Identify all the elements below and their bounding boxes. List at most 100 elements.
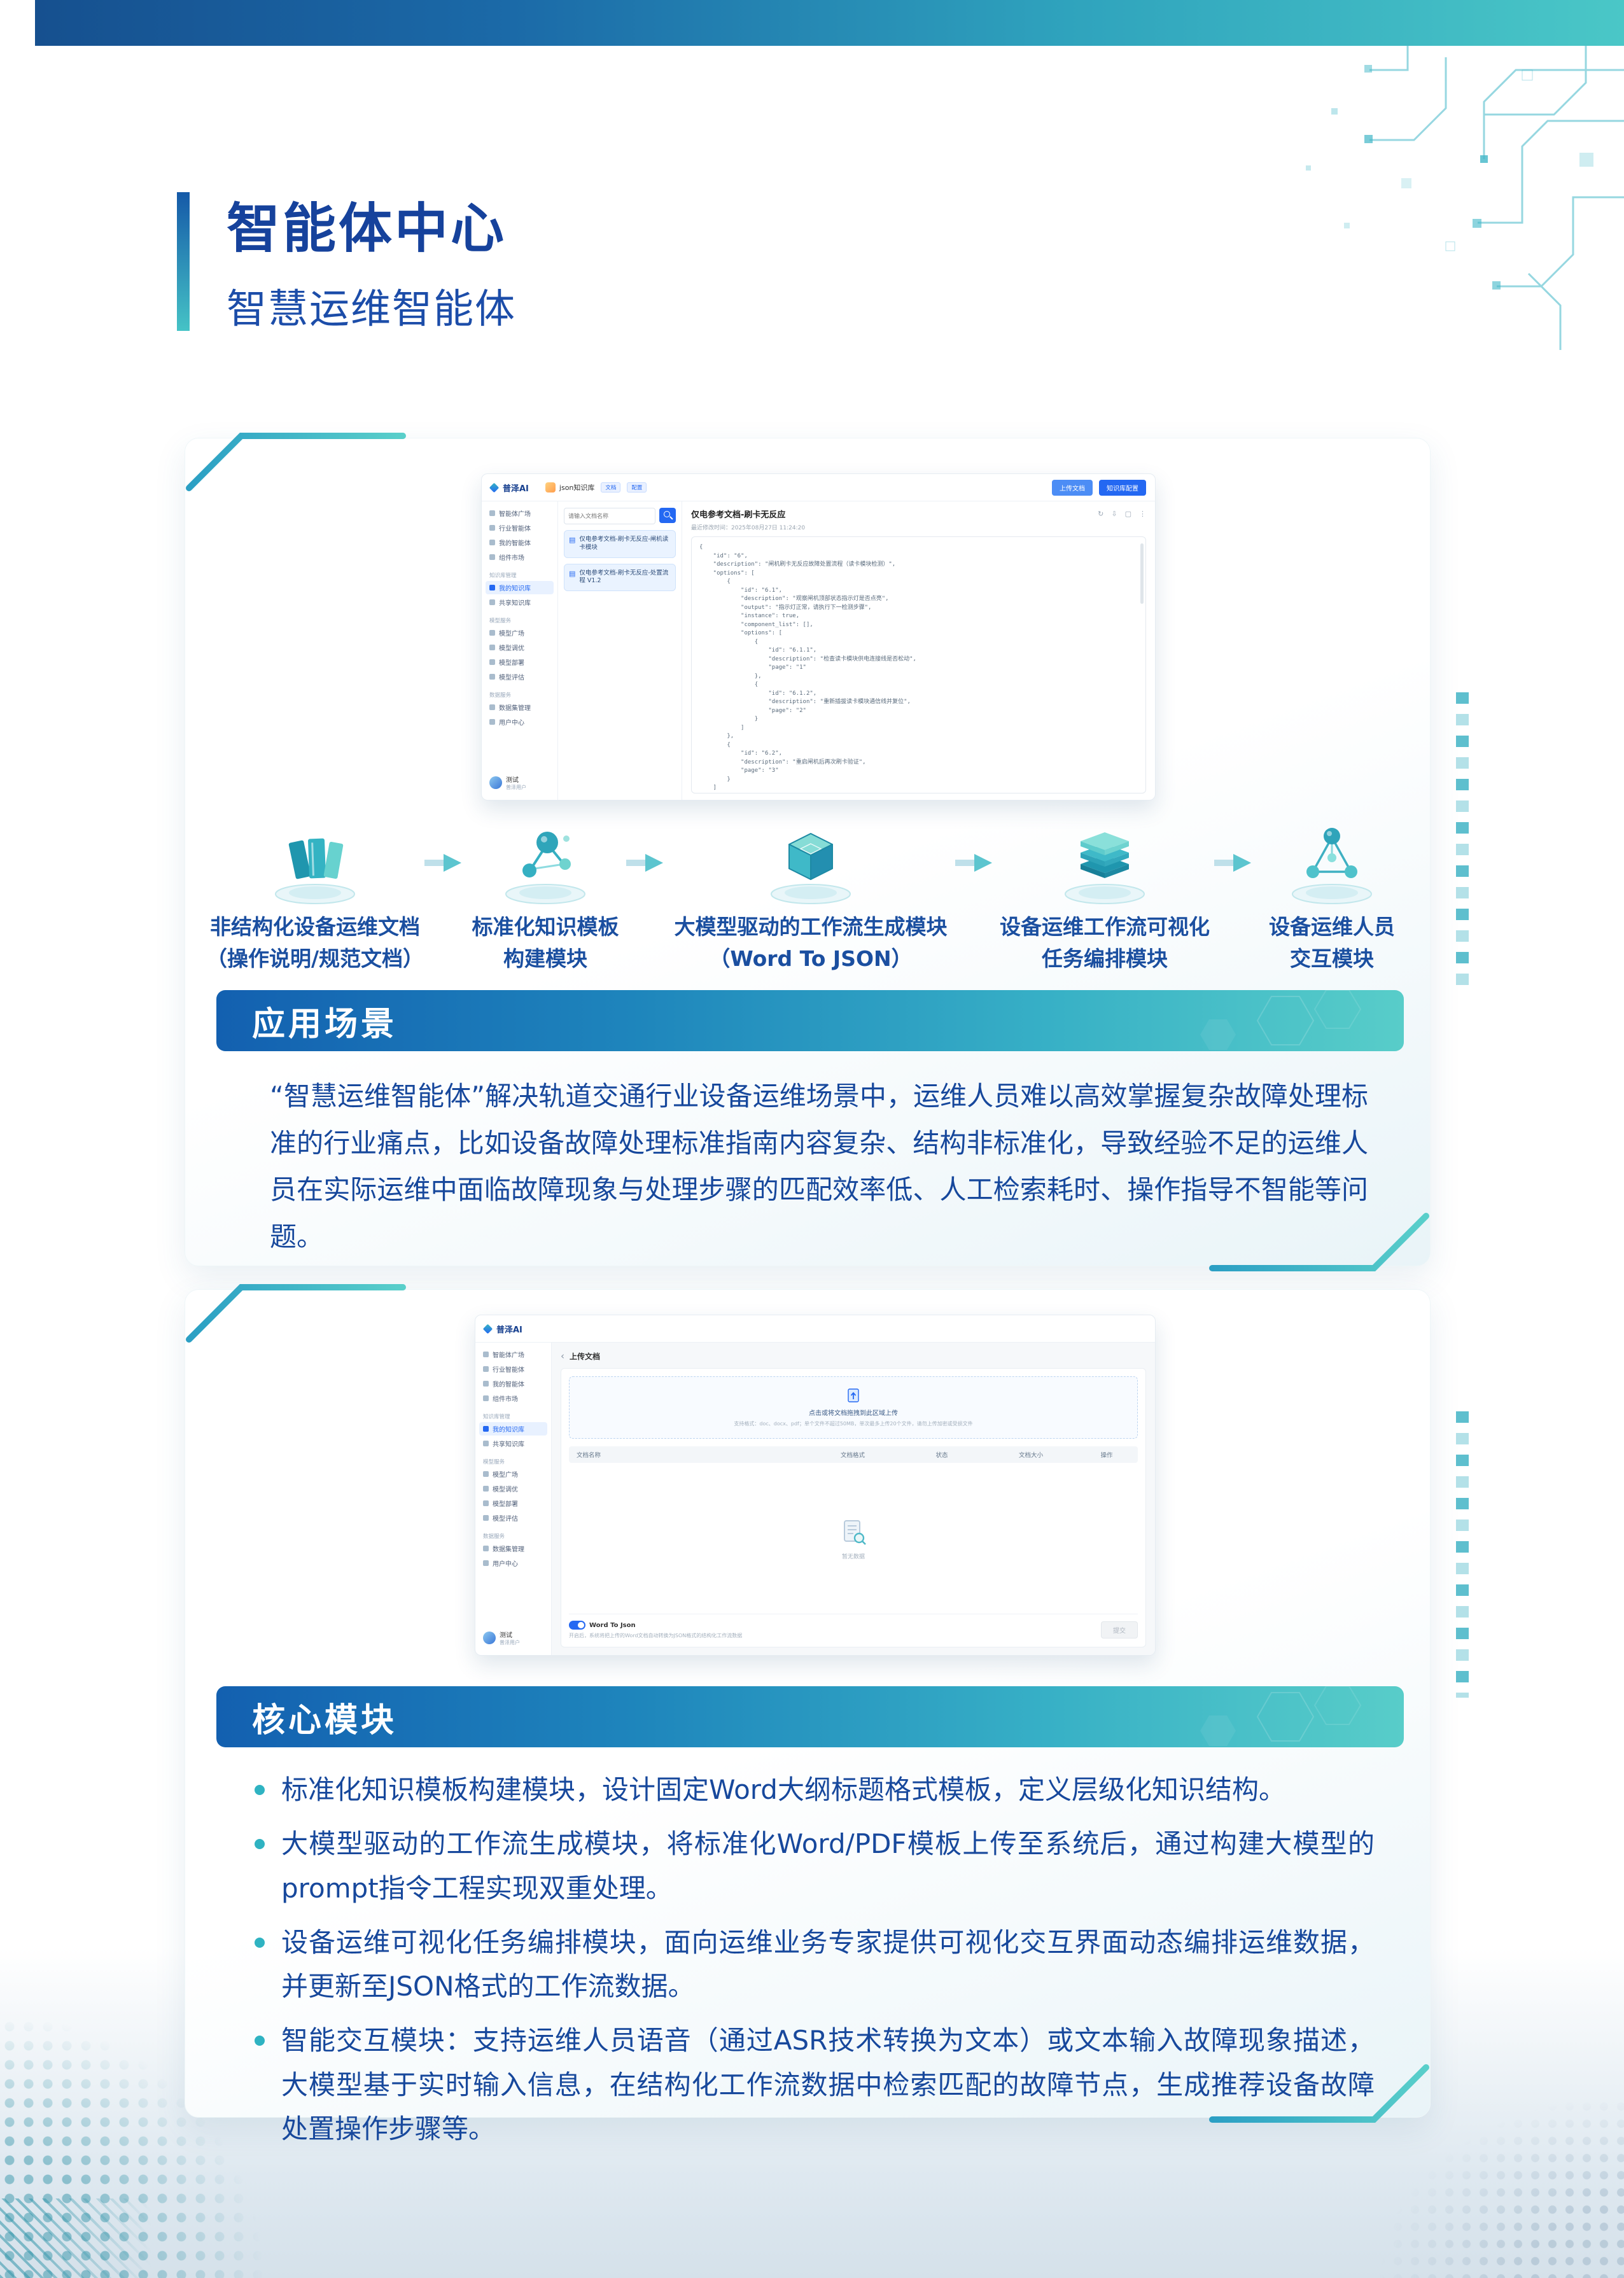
logo-icon: [482, 1324, 493, 1334]
word-to-json-toggle[interactable]: [569, 1621, 585, 1630]
sidebar-item[interactable]: 我的知识库: [479, 1422, 547, 1436]
toolbar-icon[interactable]: ▢: [1124, 510, 1131, 518]
section-header-modules: 核心模块: [216, 1686, 1404, 1747]
sidebar-item[interactable]: 模型评估: [486, 670, 554, 683]
doc-list-item[interactable]: ▤ 仅电参考文档-刷卡无反应-处置流程 V1.2: [564, 563, 676, 592]
kb-config-button[interactable]: 知识库配置: [1099, 479, 1146, 496]
sidebar-item[interactable]: 智能体广场: [486, 507, 554, 520]
sidebar-item-label: 我的知识库: [493, 1427, 524, 1434]
sidebar-item[interactable]: 我的智能体: [479, 1377, 547, 1390]
user-chip[interactable]: 测试 普泽用户: [479, 1626, 547, 1650]
sidebar-item[interactable]: 数据集管理: [486, 701, 554, 714]
module-text: 标准化知识模板构建模块，设计固定Word大纲标题格式模板，定义层级化知识结构。: [281, 1774, 1285, 1805]
doc-list-item[interactable]: ▤ 仅电参考文档-刷卡无反应-闸机读卡模块: [564, 530, 676, 558]
sidebar-item[interactable]: 模型广场: [486, 626, 554, 639]
doc-search: [564, 508, 676, 524]
sidebar-item[interactable]: 用户中心: [479, 1556, 547, 1570]
code-line: "page": "3": [699, 767, 779, 774]
sidebar-item[interactable]: 组件市场: [486, 550, 554, 564]
sidebar-item-label: 模型部署: [493, 1501, 518, 1508]
sidebar-item[interactable]: 模型评估: [479, 1511, 547, 1525]
card-corner-accent: [1209, 1213, 1429, 1271]
sidebar-item[interactable]: 模型服务: [479, 1457, 547, 1466]
sidebar-item[interactable]: 行业智能体: [486, 521, 554, 535]
code-line: "id": "6.1.1",: [699, 647, 817, 653]
hex-pattern: [1200, 1686, 1362, 1746]
back-icon[interactable]: ‹: [561, 1350, 564, 1362]
sidebar-item[interactable]: 组件市场: [479, 1392, 547, 1405]
sidebar-item-label: 模型服务: [483, 1458, 505, 1465]
sidebar-item[interactable]: 我的智能体: [486, 536, 554, 549]
sidebar-item[interactable]: 模型部署: [486, 655, 554, 669]
search-input[interactable]: [564, 508, 655, 524]
module-item: 智能交互模块：支持运维人员语音（通过ASR技术转换为文本）或文本输入故障现象描述…: [255, 2018, 1375, 2151]
sidebar-item[interactable]: 共享知识库: [479, 1437, 547, 1450]
module-item: 设备运维可视化任务编排模块，面向运维业务专家提供可视化交互界面动态编排运维数据，…: [255, 1920, 1375, 2009]
section-title: 核心模块: [252, 1701, 398, 1740]
app-topbar: 普泽AI: [475, 1315, 1155, 1343]
upload-dropzone[interactable]: 点击或将文档拖拽到此区域上传 支持格式：doc、docx、pdf；单个文件不超过…: [569, 1376, 1138, 1439]
search-button[interactable]: [659, 508, 676, 523]
menu-icon: [489, 719, 495, 725]
empty-text: 暂无数据: [841, 1553, 865, 1560]
code-line: "page": "2": [699, 707, 806, 714]
empty-state: 暂无数据: [569, 1463, 1138, 1614]
menu-icon: [489, 704, 495, 710]
workspace-tab[interactable]: 文档: [601, 482, 621, 493]
sidebar-item[interactable]: 模型部署: [479, 1497, 547, 1510]
upload-doc-button[interactable]: 上传文档: [1052, 479, 1093, 496]
workspace-tab[interactable]: 配置: [627, 482, 647, 493]
sidebar-item[interactable]: 我的知识库: [486, 581, 554, 594]
sidebar-item[interactable]: 智能体广场: [479, 1348, 547, 1361]
menu-icon: [489, 599, 495, 605]
sidebar-item[interactable]: 行业智能体: [479, 1362, 547, 1376]
scrollbar[interactable]: [1140, 543, 1144, 604]
upload-page-title: 上传文档: [570, 1352, 601, 1361]
arrow-icon: [1214, 854, 1251, 872]
code-line: },: [699, 733, 734, 739]
code-line: {: [699, 681, 759, 688]
doc-meta: 最近修改时间：2025年08月27日 11:24:20: [691, 525, 806, 531]
table-header: 文档格式: [840, 1452, 865, 1459]
code-line: {: [699, 638, 759, 645]
books-icon: [275, 838, 355, 904]
submit-button[interactable]: 提交: [1101, 1621, 1138, 1639]
section-title: 应用场景: [252, 1005, 398, 1044]
toolbar-icon[interactable]: ⋮: [1139, 510, 1146, 518]
user-role: 普泽用户: [500, 1640, 520, 1646]
sidebar-item[interactable]: 共享知识库: [486, 596, 554, 609]
app-sidebar: 智能体广场 行业智能体 我的智能体 组件市场 知识库管理 我的知识库: [475, 1343, 552, 1655]
code-line: "id": "6.1.2",: [699, 690, 817, 697]
sidebar-item[interactable]: 模型调优: [486, 641, 554, 654]
sidebar-item[interactable]: 用户中心: [486, 715, 554, 729]
menu-icon: [489, 540, 495, 545]
sidebar-item-label: 数据集管理: [493, 1546, 524, 1553]
modules-list: 标准化知识模板构建模块，设计固定Word大纲标题格式模板，定义层级化知识结构。 …: [255, 1768, 1375, 2161]
sidebar-item[interactable]: 模型广场: [479, 1467, 547, 1481]
page-subtitle: 智慧运维智能体: [227, 286, 516, 332]
sidebar-item[interactable]: 知识库管理: [486, 570, 554, 580]
sidebar-item[interactable]: 模型服务: [486, 615, 554, 625]
table-header: 文档名称: [577, 1452, 601, 1459]
code-line: "description": "闸机刷卡无反应故障处置流程（读卡模块检测）",: [699, 561, 896, 568]
sidebar-item[interactable]: 知识库管理: [479, 1411, 547, 1421]
section-header-scenario: 应用场景: [216, 990, 1404, 1051]
layers-icon: [1065, 832, 1145, 904]
sidebar-item-label: 模型服务: [489, 617, 512, 624]
toolbar-icon[interactable]: ⇩: [1111, 510, 1117, 518]
sidebar-item[interactable]: 数据服务: [486, 690, 554, 699]
app-topbar: 普泽AI json知识库 文档配置 上传文档 知识库配置: [482, 474, 1155, 501]
workspace[interactable]: json知识库: [545, 482, 594, 493]
toolbar-icon[interactable]: ↻: [1098, 510, 1104, 518]
process-flow: 非结构化设备运维文档 （操作说明/规范文档） 标准化知识模板 构建模块: [206, 818, 1405, 974]
sidebar-item[interactable]: 数据集管理: [479, 1542, 547, 1555]
table-header: 状态: [935, 1452, 948, 1459]
user-chip[interactable]: 测试 普泽用户: [486, 771, 554, 795]
user-name: 测试: [506, 777, 519, 784]
sidebar-item[interactable]: 模型调优: [479, 1482, 547, 1495]
json-editor[interactable]: { "id": "6", "description": "闸机刷卡无反应故障处置…: [691, 536, 1146, 793]
flow-step-docs: 非结构化设备运维文档 （操作说明/规范文档）: [206, 818, 424, 974]
menu-icon: [483, 1486, 489, 1492]
sidebar-item[interactable]: 数据服务: [479, 1531, 547, 1541]
menu-icon: [483, 1500, 489, 1506]
